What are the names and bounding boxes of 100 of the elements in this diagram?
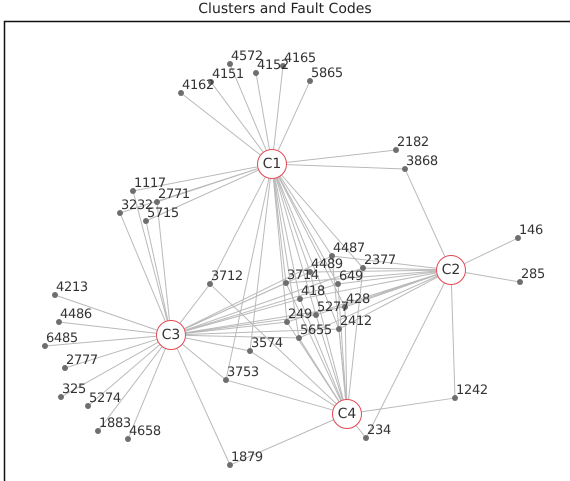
- code-point: [336, 316, 372, 332]
- code-label: 146: [519, 224, 543, 238]
- connector-line: [406, 171, 446, 257]
- code-label: 2182: [397, 136, 429, 150]
- code-label: 3753: [227, 366, 259, 380]
- chart-title: Clusters and Fault Codes: [197, 1, 373, 18]
- code-label: 428: [346, 293, 370, 307]
- connector-line: [286, 164, 402, 170]
- connector-line: [122, 168, 258, 213]
- code-point: [329, 243, 365, 259]
- connector-line: [230, 66, 267, 151]
- connector-line: [184, 284, 284, 330]
- connector-line: [185, 322, 285, 334]
- code-point: [154, 189, 190, 205]
- code-point: [56, 309, 92, 325]
- connector-line: [340, 271, 437, 284]
- connector-line: [312, 270, 436, 272]
- code-label: 2377: [364, 254, 396, 268]
- code-label: 5655: [300, 324, 332, 338]
- connector-line: [146, 223, 168, 321]
- connector-line: [341, 276, 438, 328]
- connector-line: [366, 268, 436, 270]
- code-label: 4213: [56, 281, 88, 295]
- connector-line: [48, 336, 157, 346]
- connector-line: [276, 178, 310, 270]
- connector-line: [272, 178, 288, 320]
- code-point: [393, 137, 429, 153]
- code-point: [363, 425, 391, 441]
- connector-line: [182, 94, 261, 156]
- connector-line: [252, 352, 335, 406]
- code-label: 2777: [66, 354, 98, 368]
- code-point: [95, 418, 131, 434]
- connector-line: [212, 286, 337, 404]
- code-label: 3712: [211, 270, 243, 284]
- cluster-circle: [332, 399, 362, 429]
- connector-line: [300, 340, 340, 402]
- connector-line: [281, 174, 362, 266]
- connector-line: [67, 338, 158, 368]
- code-label: 285: [521, 268, 545, 282]
- code-point: [517, 269, 545, 285]
- connector-line: [300, 301, 342, 401]
- connector-line: [301, 276, 438, 338]
- connector-line: [274, 178, 300, 336]
- connector-line: [465, 272, 518, 282]
- code-point: [247, 338, 283, 354]
- connector-line: [366, 282, 445, 436]
- connector-line: [228, 380, 334, 410]
- connector-line: [135, 166, 258, 191]
- code-point: [402, 156, 438, 172]
- connector-line: [361, 398, 453, 412]
- code-label: 325: [62, 383, 86, 397]
- connector-line: [344, 310, 348, 400]
- connector-line: [302, 272, 437, 299]
- code-point: [178, 80, 214, 96]
- connector-line: [232, 420, 334, 464]
- code-label: 4658: [129, 425, 161, 439]
- code-point: [283, 270, 319, 286]
- connector-line: [278, 176, 344, 305]
- code-point: [52, 282, 88, 298]
- code-label: 418: [301, 285, 325, 299]
- cluster-circle: [257, 149, 287, 179]
- code-label: 3868: [406, 155, 438, 169]
- connector-line: [356, 425, 365, 436]
- code-point: [58, 384, 86, 400]
- connector-line: [273, 68, 284, 150]
- connector-line: [464, 238, 516, 264]
- connector-line: [63, 342, 158, 396]
- code-point: [335, 271, 363, 287]
- connector-line: [184, 299, 298, 332]
- code-label: 1883: [99, 417, 131, 431]
- connector-line: [278, 176, 338, 282]
- code-label: 5277: [317, 301, 349, 315]
- connector-line: [128, 348, 166, 437]
- connector-line: [210, 176, 266, 282]
- code-point: [452, 385, 488, 401]
- connector-line: [277, 177, 338, 327]
- cluster-circle: [436, 255, 466, 285]
- connector-line: [184, 284, 336, 332]
- code-label: 3574: [251, 337, 283, 351]
- connector-line: [338, 331, 346, 400]
- code-label: 4162: [182, 79, 214, 93]
- code-point: [62, 355, 98, 371]
- connector-line: [186, 334, 296, 338]
- connector-line: [185, 314, 314, 334]
- code-point: [125, 426, 161, 442]
- connector-line: [347, 274, 438, 306]
- code-label: 649: [339, 270, 363, 284]
- code-point: [227, 452, 263, 468]
- connector-line: [226, 178, 270, 378]
- connector-line: [186, 328, 336, 335]
- connector-line: [185, 337, 248, 351]
- connector-line: [148, 170, 259, 220]
- connector-line: [280, 176, 331, 254]
- code-label: 1879: [231, 451, 263, 465]
- code-point: [360, 255, 396, 271]
- connector-line: [156, 204, 170, 321]
- code-label: 4487: [333, 242, 365, 256]
- connector-line: [348, 270, 364, 400]
- code-point: [143, 208, 179, 224]
- connector-line: [310, 274, 344, 400]
